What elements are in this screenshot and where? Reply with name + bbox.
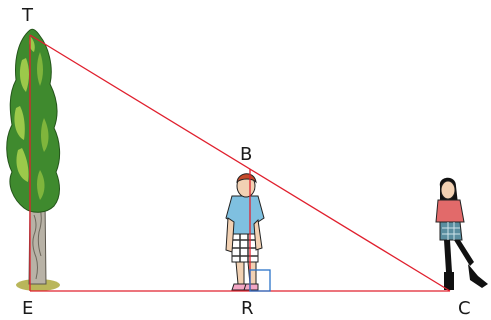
right-angle-marker <box>249 269 271 292</box>
line-TC <box>29 34 451 292</box>
label-B: B <box>240 144 252 165</box>
tree-icon <box>6 28 61 285</box>
girl-icon <box>435 177 488 290</box>
label-E: E <box>22 298 33 319</box>
boy-icon <box>225 173 265 291</box>
label-R: R <box>241 298 254 319</box>
label-C: C <box>458 298 471 319</box>
label-T: T <box>21 5 34 26</box>
tree-ground <box>16 279 60 291</box>
